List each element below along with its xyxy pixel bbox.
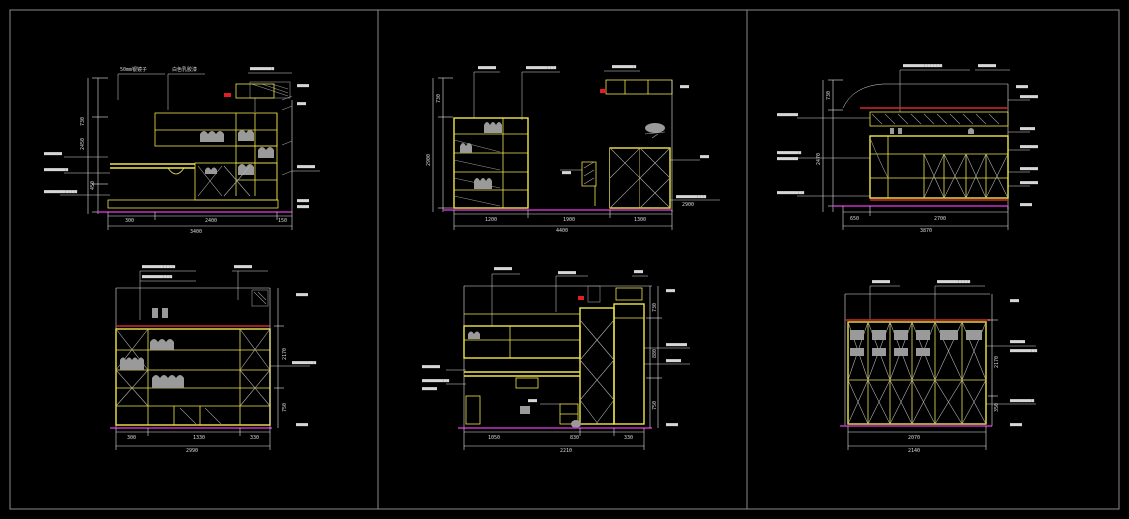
dim-overall: 2990 [186, 448, 198, 454]
svg-text:■■■■: ■■■■ [1020, 202, 1032, 208]
svg-text:■■■■■■■■■: ■■■■■■■■■ [777, 190, 804, 196]
svg-text:■■■■: ■■■■ [297, 83, 309, 89]
svg-text:■■■■■■■■■■■■■: ■■■■■■■■■■■■■ [903, 63, 942, 69]
dim-bottom-1: 1200 [485, 217, 497, 223]
svg-text:■■■■■■■■■■: ■■■■■■■■■■ [526, 65, 556, 71]
note-top-2: 白色乳胶漆 [172, 66, 197, 73]
dim-left-3: 450 [90, 181, 96, 190]
svg-text:■■■■■■: ■■■■■■ [234, 264, 252, 270]
dim-overall: 3870 [920, 228, 932, 234]
svg-text:■■■■■■: ■■■■■■ [478, 65, 496, 71]
svg-text:■■■■■■■■■■■: ■■■■■■■■■■■ [44, 189, 77, 195]
svg-text:■■■■■: ■■■■■ [1010, 339, 1025, 345]
svg-text:■■■: ■■■ [680, 84, 689, 90]
dim-overall: 4400 [556, 228, 568, 234]
dim-bottom-2: 2400 [205, 218, 217, 224]
svg-text:■■■■■■: ■■■■■■ [1020, 94, 1038, 100]
svg-text:■■■■■■: ■■■■■■ [494, 266, 512, 272]
elevation-bottom-left: ■■■■■■■■■■■ ■■■■■■■■■■ ■■■■■■ 2170 750 ■… [110, 264, 316, 454]
svg-text:■■■: ■■■ [297, 101, 306, 107]
svg-text:■■■■: ■■■■ [1016, 84, 1028, 90]
svg-text:■■■■■: ■■■■■ [666, 358, 681, 364]
dim-left-1: 730 [436, 94, 442, 103]
dim-left-2: 2900 [426, 154, 432, 166]
drawing-border [9, 9, 1120, 510]
svg-text:■■■■■■■■: ■■■■■■■■ [250, 66, 274, 72]
svg-text:■■■: ■■■ [1010, 298, 1019, 304]
svg-text:■■■■■■■: ■■■■■■■ [777, 112, 798, 118]
svg-text:■■■■■■: ■■■■■■ [1020, 166, 1038, 172]
svg-text:■■■■■■■: ■■■■■■■ [777, 156, 798, 162]
dim-bottom-3: 1300 [634, 217, 646, 223]
svg-text:■■■■■: ■■■■■ [422, 386, 437, 392]
svg-text:■■■■■■: ■■■■■■ [978, 63, 996, 69]
dim-bottom-1: 300 [127, 435, 136, 441]
dim-overall: 3400 [190, 229, 202, 235]
dim-bottom-1: 2070 [908, 435, 920, 441]
dim-right-2: 350 [994, 403, 1000, 412]
dim-left-1: 730 [826, 91, 832, 100]
svg-text:■■■: ■■■ [666, 288, 675, 294]
svg-text:■■■■■■■: ■■■■■■■ [666, 342, 687, 348]
svg-text:■■■■■■■■: ■■■■■■■■ [292, 360, 316, 366]
elevation-top-right: 730 2470 ■■■■■■■■■■■■■ ■■■■■■ ■■■■■■■ ■■… [777, 63, 1038, 234]
svg-text:■■■■■■: ■■■■■■ [872, 279, 890, 285]
svg-text:■■■■■■: ■■■■■■ [558, 270, 576, 276]
dim-bottom-1: 1050 [488, 435, 500, 441]
svg-text:■■■■■■■■■■■: ■■■■■■■■■■■ [937, 279, 970, 285]
elevation-top-mid: 730 2900 ■■■■■■ ■■■■■■■■■■ ■■■■■■■■ ■■■ [426, 64, 720, 234]
note-top-1: 50mm银镜子 [120, 66, 147, 73]
dim-right-1: 2170 [994, 356, 1000, 368]
dim-left-2: 2450 [80, 138, 86, 150]
dim-bottom-2: 1900 [563, 217, 575, 223]
dim-right-3: 750 [652, 401, 658, 410]
svg-text:■■■■■■: ■■■■■■ [1020, 180, 1038, 186]
dim-bottom-3: 150 [278, 218, 287, 224]
svg-text:■■■■■■: ■■■■■■ [1020, 144, 1038, 150]
svg-text:■■■: ■■■ [562, 170, 571, 176]
svg-text:■■■■■■■■: ■■■■■■■■ [612, 64, 636, 70]
svg-text:■■■■■■: ■■■■■■ [297, 164, 315, 170]
svg-text:■■■■■■■■: ■■■■■■■■ [777, 150, 801, 156]
svg-text:■■■■: ■■■■ [296, 292, 308, 298]
dim-bottom-2: 2700 [934, 216, 946, 222]
svg-text:■■■■: ■■■■ [297, 198, 309, 204]
svg-text:■■■■■■: ■■■■■■ [44, 151, 62, 157]
svg-text:■■■■: ■■■■ [297, 204, 309, 210]
dim-bottom-2: 830 [570, 435, 579, 441]
svg-text:■■■■■■■■■■■: ■■■■■■■■■■■ [142, 264, 175, 270]
svg-text:■■■■■■■■■: ■■■■■■■■■ [1010, 348, 1037, 354]
svg-text:■■■■■■■■: ■■■■■■■■ [44, 167, 68, 173]
svg-text:■■■: ■■■ [634, 269, 643, 275]
svg-text:■■■■■■: ■■■■■■ [422, 364, 440, 370]
svg-text:■■■■■: ■■■■■ [1020, 126, 1035, 132]
dim-bottom-1: 300 [125, 218, 134, 224]
elevation-bottom-mid: ■■■■■■ ■■■■■■ ■■■ ■■■■■■ ■■■■■■■■■ [422, 266, 690, 454]
svg-text:■■■: ■■■ [528, 398, 537, 404]
elevation-bottom-right: ■■■■■■ ■■■■■■■■■■■ 2170 350 ■■■ ■■■■■ ■■… [840, 279, 1037, 454]
svg-text:■■■■: ■■■■ [1010, 422, 1022, 428]
svg-text:■■■■■■■■■: ■■■■■■■■■ [422, 378, 449, 384]
svg-text:■■■■: ■■■■ [296, 422, 308, 428]
svg-text:■■■: ■■■ [700, 154, 709, 160]
dim-right-2: 880 [652, 349, 658, 358]
dim-overall: 2210 [560, 448, 572, 454]
elev-mark: 2900 [682, 202, 694, 208]
dim-overall: 2140 [908, 448, 920, 454]
elevation-top-left: 730 2450 450 50mm银镜子 白色乳胶漆 ■■■■■■■■ [44, 66, 320, 235]
svg-text:■■■■: ■■■■ [666, 422, 678, 428]
svg-text:■■■■■■■■■■: ■■■■■■■■■■ [142, 274, 172, 280]
dim-right-1: 2170 [282, 348, 288, 360]
svg-text:■■■■■■■■: ■■■■■■■■ [1010, 398, 1034, 404]
dim-right-1: 730 [652, 303, 658, 312]
dim-bottom-3: 330 [250, 435, 259, 441]
dim-left-2: 2470 [816, 153, 822, 165]
dim-bottom-3: 330 [624, 435, 633, 441]
svg-text:■■■■■■■■■■: ■■■■■■■■■■ [676, 194, 706, 200]
dim-bottom-1: 650 [850, 216, 859, 222]
dim-right-2: 750 [282, 403, 288, 412]
dim-left-1: 730 [80, 117, 86, 126]
dim-bottom-2: 1330 [193, 435, 205, 441]
